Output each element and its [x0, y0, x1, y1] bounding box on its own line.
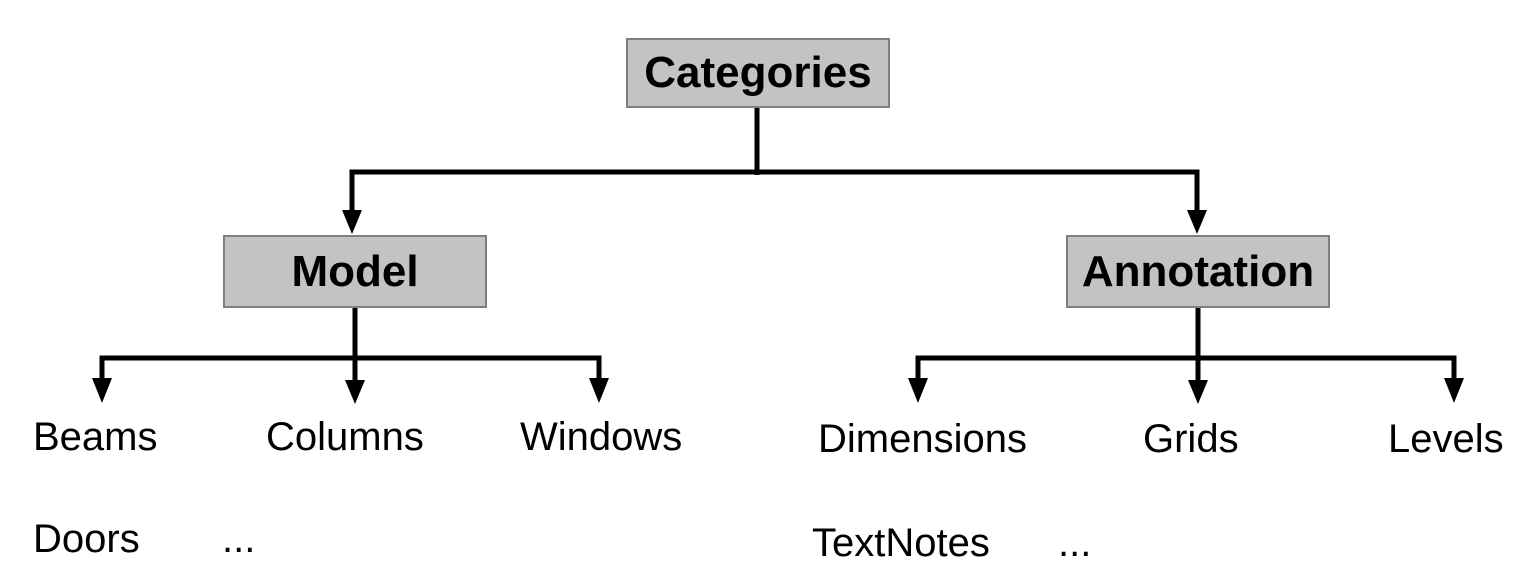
leaf-label-beams: Beams [33, 415, 158, 459]
categories-node-label: Categories [644, 48, 872, 97]
leaf-label-windows: Windows [520, 415, 683, 459]
arrowhead-to-model-icon [342, 210, 362, 234]
annotation-node-box: Annotation [1066, 235, 1330, 308]
annotation-children-rail [915, 355, 1457, 380]
arrowhead-to-beams-icon [92, 378, 112, 403]
arrowhead-to-windows-icon [589, 378, 609, 403]
leaf-label-grids: Grids [1143, 417, 1239, 461]
root-to-branches-rail [349, 169, 1200, 212]
categories-node-box: Categories [626, 38, 890, 108]
model-children-rail [99, 355, 602, 380]
leaf-label-model-ellipsis: ... [222, 517, 256, 561]
arrowhead-to-grids-icon [1188, 380, 1208, 404]
leaf-label-textnotes: TextNotes [812, 521, 990, 565]
arrowhead-to-dimensions-icon [908, 378, 928, 403]
model-node-box: Model [223, 235, 487, 308]
leaf-label-levels: Levels [1388, 417, 1504, 461]
leaf-label-doors: Doors [33, 517, 140, 561]
model-node-label: Model [291, 246, 419, 296]
arrowhead-to-levels-icon [1444, 378, 1464, 403]
leaf-label-columns: Columns [266, 415, 424, 459]
arrowhead-to-columns-icon [345, 380, 365, 404]
leaf-label-annotation-ellipsis: ... [1058, 521, 1092, 565]
arrowhead-to-annotation-icon [1187, 210, 1207, 234]
leaf-label-dimensions: Dimensions [818, 417, 1027, 461]
annotation-node-label: Annotation [1081, 246, 1315, 296]
